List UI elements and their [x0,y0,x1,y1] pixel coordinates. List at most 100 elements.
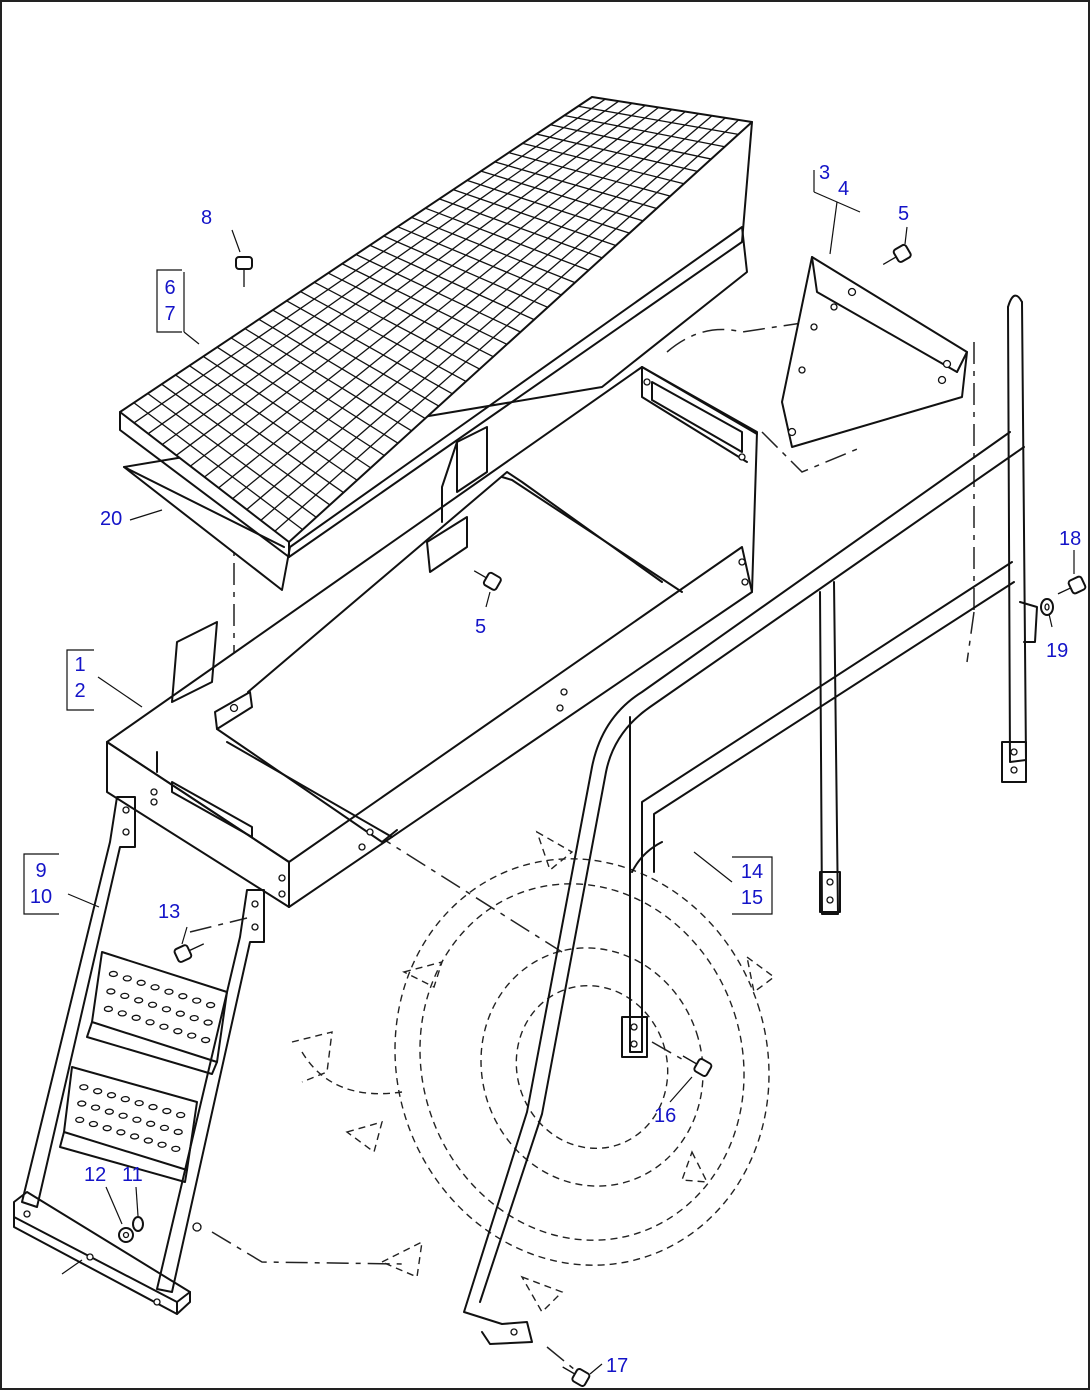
tread-hole [173,1028,183,1035]
grating-bar [232,113,700,500]
bolt-8-icon [235,256,253,287]
tread-hole [157,1141,167,1148]
tread-hole [146,1120,156,1127]
callout-1-2: 1 2 [68,652,92,704]
grating-bar [161,102,633,446]
bolt-16-icon [682,1055,713,1077]
grating [119,96,753,558]
callout-12: 12 [84,1164,107,1186]
tread-hole [104,1108,114,1115]
tread-hole [79,1084,89,1091]
nut-12-icon [118,1227,134,1243]
callout-20: 20 [100,508,123,530]
callout-9: 9 [35,860,47,882]
grating-bar [190,106,660,467]
grating-bar [218,111,686,489]
wheel-phantom [291,830,776,1314]
tread-hole [93,1088,103,1095]
grating-bar [260,117,726,521]
tread-hole [120,1095,130,1103]
assembly-lines [189,319,975,1375]
tread-hole [132,1116,142,1123]
tread-hole [200,1036,211,1044]
tread-hole [159,1023,169,1030]
tread-hole [116,1129,126,1136]
tread-hole [178,993,188,1000]
tread-hole [90,1104,101,1111]
tread-hole [148,1103,158,1111]
ladder [13,796,265,1315]
tread-hole [159,1124,170,1132]
tread-hole [134,1099,144,1107]
callout-6: 6 [164,277,176,299]
tread-hole [192,997,202,1004]
tread-hole [189,1014,199,1022]
tread-hole [162,1107,172,1115]
tread-hole [143,1137,153,1144]
callout-14: 14 [740,861,764,883]
fasteners [118,243,1087,1387]
mounting-bracket [781,256,968,448]
tread-hole [171,1145,181,1153]
grating-bar [246,115,713,510]
tread-hole [203,1019,213,1026]
tread-hole [205,1001,216,1009]
tread-hole [176,1111,186,1119]
washer-19-icon [1040,598,1054,616]
callout-3: 3 [819,162,831,184]
bolt-18-icon [1057,575,1087,595]
bolt-5-mid-icon [473,570,502,591]
tread-hole [77,1100,87,1107]
callout-1: 1 [74,654,86,676]
tread-hole [103,1005,114,1013]
tread-hole [134,997,144,1004]
tread-hole [136,979,146,986]
callout-6-7: 6 7 [158,275,182,327]
tread-hole [164,988,174,995]
callout-9-10: 9 10 [24,858,58,910]
tread-hole [106,1092,117,1099]
callout-13: 13 [158,901,181,923]
step-frame [106,366,758,908]
callout-4: 4 [838,178,850,200]
tread-hole [131,1014,141,1021]
callout-brackets [23,269,773,915]
grating-bar [133,98,606,424]
tread-hole [75,1116,85,1124]
tread-hole [122,975,132,982]
bolt-17-icon [562,1366,591,1387]
tread-hole [108,970,119,978]
handrail [463,294,1038,1345]
tread-hole [118,1112,128,1119]
callout-10: 10 [29,886,53,908]
callout-19: 19 [1046,640,1069,662]
grating-bar [204,108,673,478]
tread-hole [147,1001,158,1008]
tread-hole [150,984,160,991]
callout-11: 11 [122,1164,143,1186]
callout-5-mid: 5 [475,616,487,638]
tread-hole [106,988,116,995]
leader-lines [61,170,1075,1375]
tread-hole [120,992,130,1000]
callout-18: 18 [1059,528,1082,550]
grating-bar [147,100,620,435]
callout-8: 8 [201,207,213,229]
tread-hole [187,1032,197,1039]
tread-hole [173,1128,183,1136]
tread-hole [88,1120,99,1128]
callout-2: 2 [74,680,86,702]
grating-bar [175,104,646,456]
bolt-13-icon [173,943,205,963]
callout-17: 17 [606,1355,629,1377]
tread-hole [129,1133,140,1140]
grating-bar [274,119,740,532]
callout-5-top: 5 [898,203,910,225]
tread-hole [161,1006,172,1013]
callout-15: 15 [740,887,764,909]
tread-hole [117,1010,127,1017]
callout-14-15: 14 15 [735,859,769,911]
washer-11-icon [132,1216,144,1232]
callout-7: 7 [164,303,176,325]
